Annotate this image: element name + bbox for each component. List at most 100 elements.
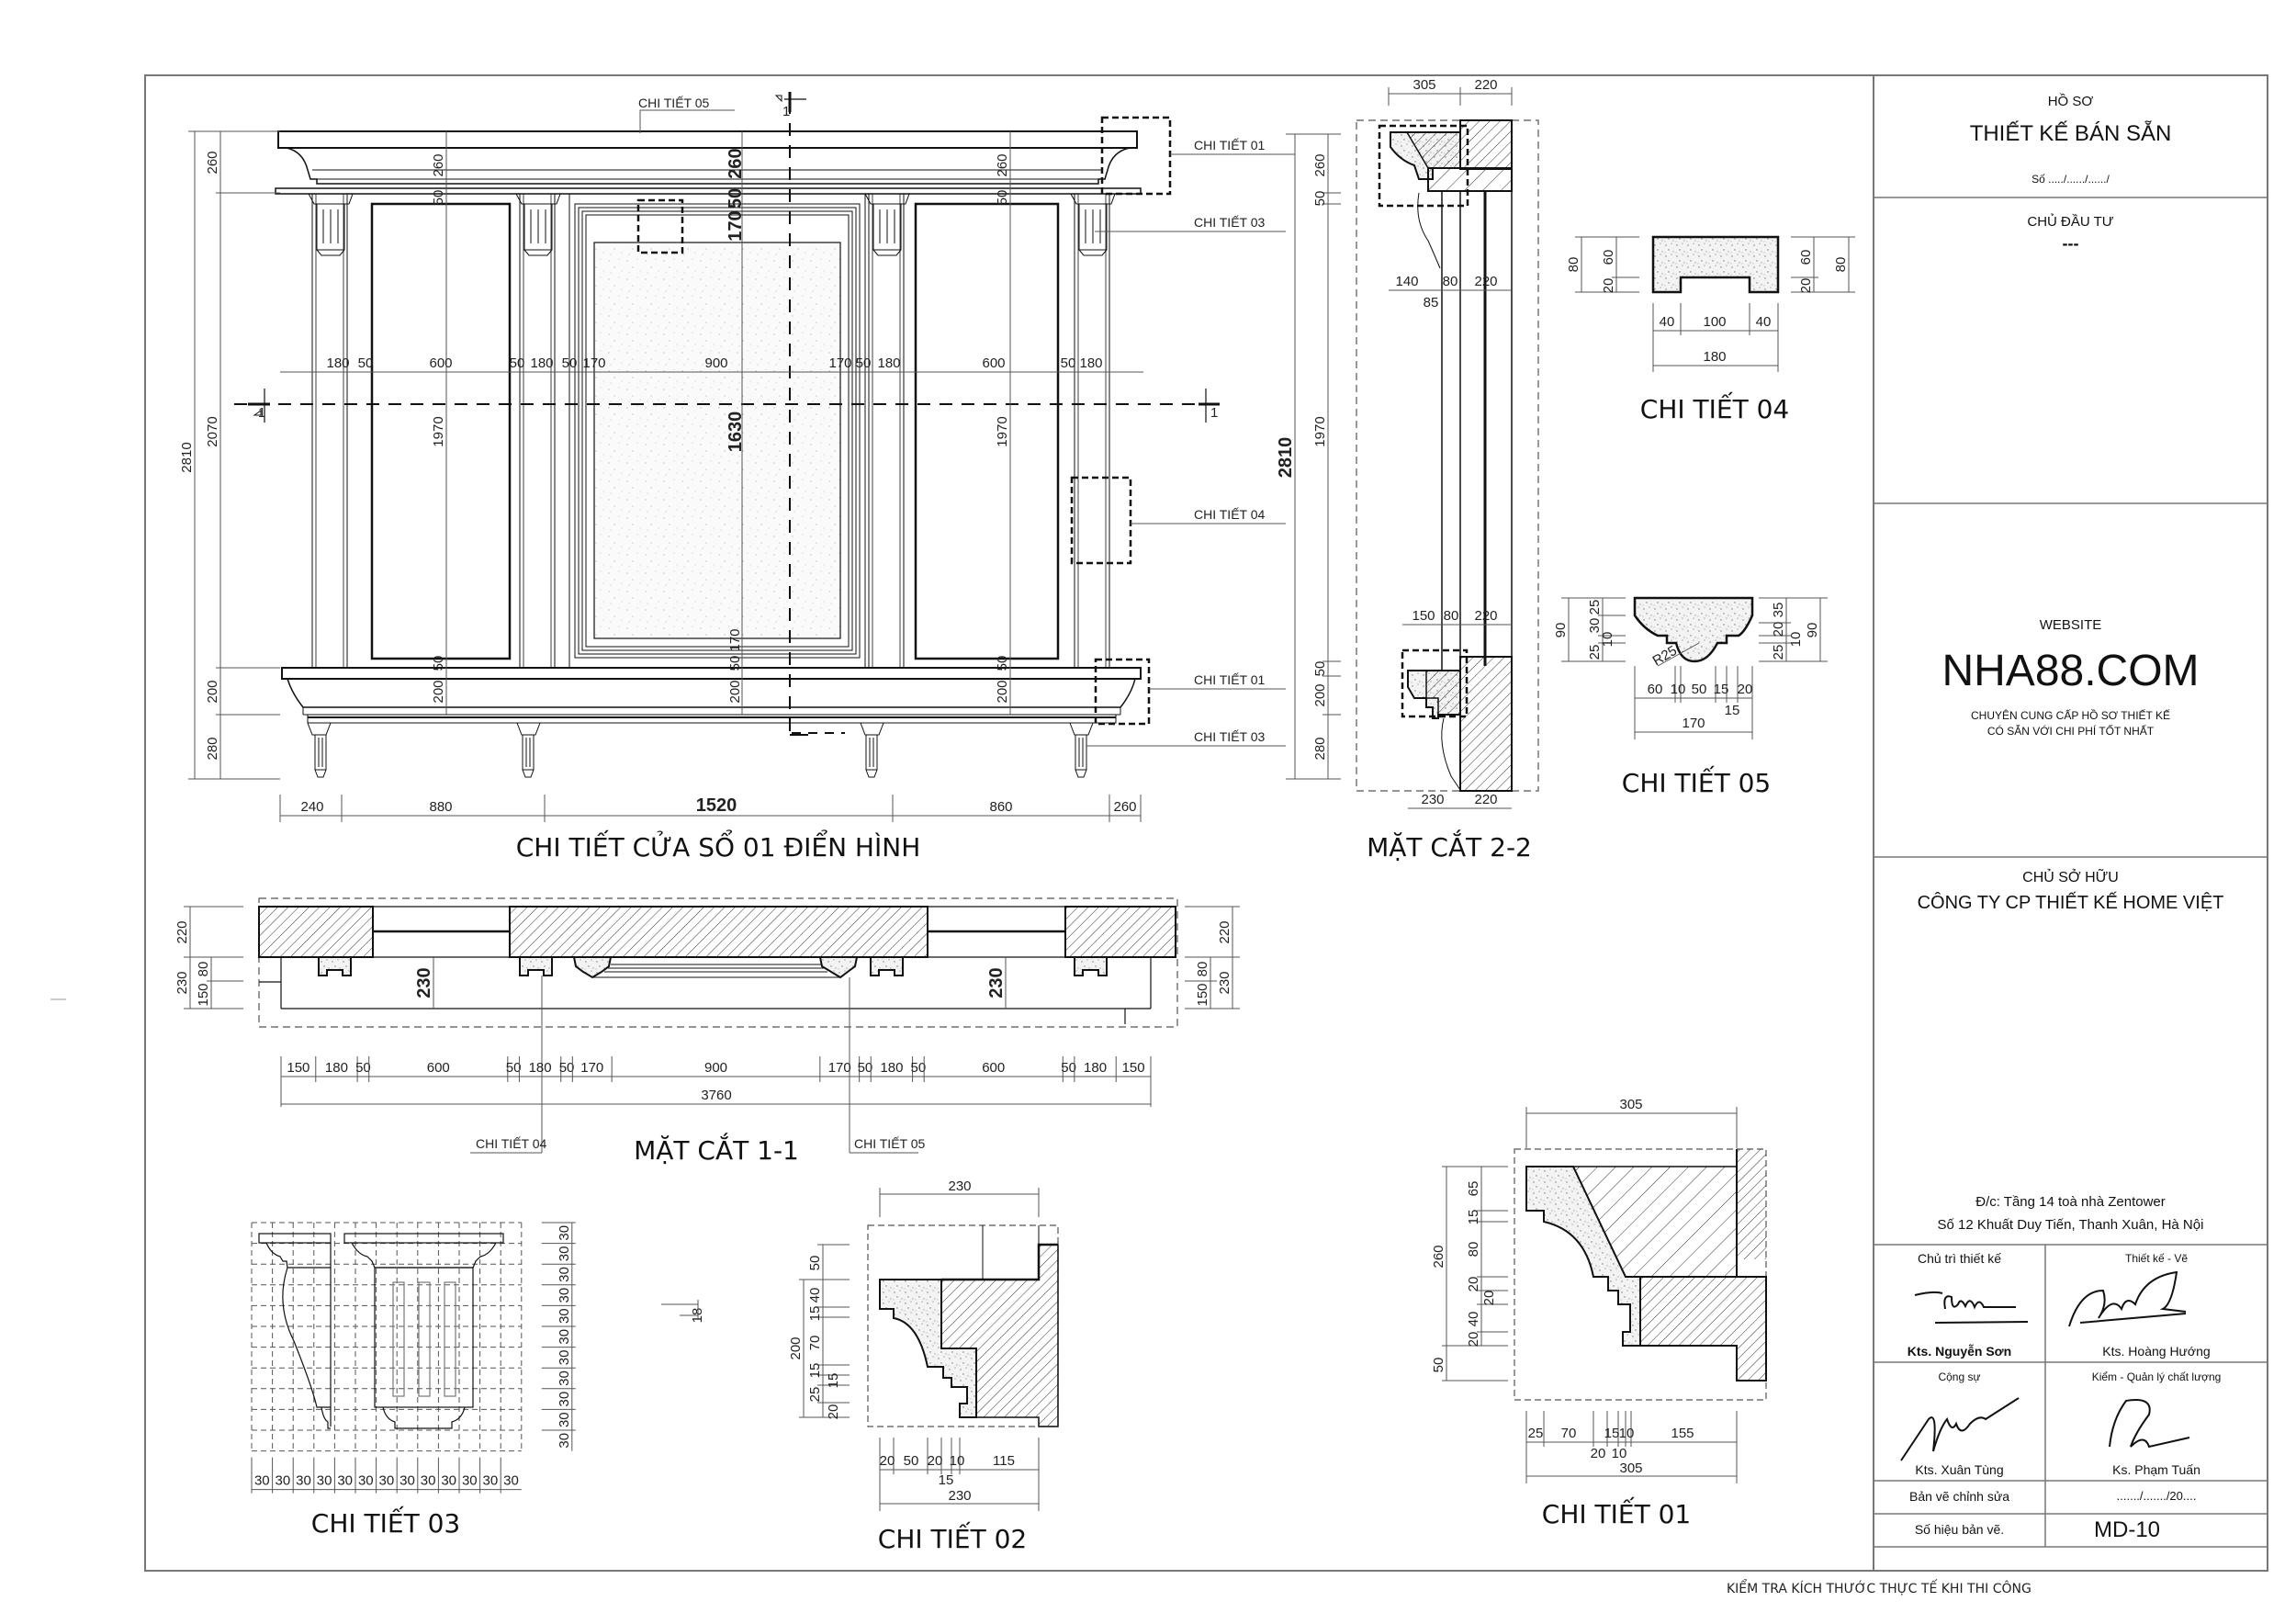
leg-2 <box>516 722 541 778</box>
dim-label: 30 <box>462 1473 478 1489</box>
leg-1 <box>307 722 332 778</box>
role-label: Chủ trì thiết kế <box>1917 1251 2002 1266</box>
role-name: Kts. Hoàng Hướng <box>2102 1344 2211 1359</box>
dim-label: 30 <box>379 1473 395 1489</box>
svg-text:230: 230 <box>986 967 1007 998</box>
svg-text:R25: R25 <box>1650 643 1680 669</box>
svg-text:170: 170 <box>727 628 743 651</box>
callout-chi-tiet-03: CHI TIẾT 03 <box>1194 215 1266 230</box>
svg-text:25: 25 <box>1587 645 1603 660</box>
svg-text:80: 80 <box>196 962 211 977</box>
svg-text:50: 50 <box>995 190 1010 206</box>
svg-text:50: 50 <box>510 355 525 371</box>
dim-overall-height: 2810 <box>179 442 195 472</box>
svg-text:140: 140 <box>1395 274 1418 289</box>
svg-text:220: 220 <box>1474 274 1497 289</box>
svg-text:80: 80 <box>1195 962 1210 977</box>
pilaster-2 <box>515 193 561 669</box>
section-2-2-dims <box>1286 87 1513 809</box>
website-label: WEBSITE <box>2039 617 2102 633</box>
role-name: Kts. Nguyễn Sơn <box>1907 1344 2012 1359</box>
svg-text:880: 880 <box>429 799 452 815</box>
svg-text:1: 1 <box>1210 405 1218 421</box>
svg-text:260: 260 <box>726 148 746 178</box>
svg-text:50: 50 <box>1312 661 1328 677</box>
svg-text:15: 15 <box>807 1363 823 1379</box>
dim-label: 30 <box>557 1267 572 1282</box>
section-1-1 <box>258 897 1178 1028</box>
dim-label: 30 <box>557 1392 572 1407</box>
dim-label: 600 <box>982 1060 1005 1076</box>
svg-text:860: 860 <box>989 799 1012 815</box>
svg-text:50: 50 <box>562 355 578 371</box>
svg-text:180: 180 <box>877 355 900 371</box>
window-elevation <box>234 92 1220 778</box>
dim-label: 50 <box>858 1060 873 1076</box>
svg-text:85: 85 <box>1424 295 1439 310</box>
svg-text:60: 60 <box>1798 250 1814 265</box>
svg-text:15: 15 <box>1466 1210 1481 1225</box>
detail-02: 230 50 40 15 70 15 15 25 20 200 20 50 20… <box>788 1179 1059 1554</box>
title-detail-03: CHI TIẾT 03 <box>311 1505 460 1539</box>
svg-text:90: 90 <box>1805 623 1820 638</box>
svg-text:230: 230 <box>1217 971 1232 994</box>
svg-text:50: 50 <box>726 188 746 209</box>
svg-text:260: 260 <box>431 153 446 176</box>
signature-pham-tuan <box>2109 1399 2190 1449</box>
svg-text:90: 90 <box>1553 623 1569 638</box>
svg-text:1970: 1970 <box>1312 416 1328 446</box>
svg-text:280: 280 <box>1312 737 1328 760</box>
dim-label: 150 <box>1122 1060 1145 1076</box>
pilaster-3 <box>864 193 910 669</box>
svg-text:260: 260 <box>205 151 220 174</box>
callout-chi-tiet-03-lower: CHI TIẾT 03 <box>1194 729 1266 744</box>
svg-text:600: 600 <box>982 355 1005 371</box>
svg-text:15: 15 <box>1714 682 1729 697</box>
svg-text:600: 600 <box>429 355 452 371</box>
svg-text:1970: 1970 <box>995 416 1010 446</box>
svg-text:15: 15 <box>826 1373 841 1389</box>
dim-label: 170 <box>580 1060 603 1076</box>
address-line-1: Đ/c: Tầng 14 toà nhà Zentower <box>1975 1194 2166 1210</box>
svg-text:70: 70 <box>1561 1426 1577 1441</box>
svg-text:35: 35 <box>1771 603 1786 618</box>
svg-text:50: 50 <box>431 190 446 206</box>
svg-text:260: 260 <box>1312 153 1328 176</box>
svg-text:230: 230 <box>1421 792 1444 807</box>
svg-text:200: 200 <box>727 680 743 703</box>
detail-01: 305 65 15 80 20 20 40 20 260 50 25 70 15… <box>1431 1097 1767 1529</box>
svg-text:100: 100 <box>1703 314 1726 330</box>
svg-text:60: 60 <box>1648 682 1663 697</box>
pilaster-4 <box>1070 193 1116 669</box>
callout-chi-tiet-01: CHI TIẾT 01 <box>1194 138 1266 152</box>
title-elevation: CHI TIẾT CỬA SỔ 01 ĐIỂN HÌNH <box>516 829 921 863</box>
svg-text:200: 200 <box>1312 683 1328 706</box>
svg-text:50: 50 <box>904 1453 919 1469</box>
dim-label: 30 <box>337 1473 353 1489</box>
dim-label: 30 <box>400 1473 415 1489</box>
svg-text:900: 900 <box>704 355 727 371</box>
website[interactable]: NHA88.COM <box>1941 647 2200 695</box>
section-1-1-dim-text: 220 230 80 150 220 230 80 150 230 230 15… <box>174 920 1232 1166</box>
svg-text:170: 170 <box>726 210 746 241</box>
investor-label: CHỦ ĐẦU TƯ <box>2027 214 2114 230</box>
svg-text:50: 50 <box>431 656 446 671</box>
svg-text:25: 25 <box>1528 1426 1544 1441</box>
title-detail-01: CHI TIẾT 01 <box>1542 1495 1691 1529</box>
svg-text:80: 80 <box>1466 1242 1481 1257</box>
svg-text:230: 230 <box>948 1179 971 1194</box>
svg-text:15: 15 <box>807 1306 823 1322</box>
pilaster-1 <box>308 193 354 669</box>
dim-label: 50 <box>911 1060 927 1076</box>
svg-text:3760: 3760 <box>701 1088 731 1103</box>
svg-text:230: 230 <box>174 971 190 994</box>
svg-text:1: 1 <box>782 104 790 119</box>
svg-text:20: 20 <box>1466 1332 1481 1348</box>
dim-label: 30 <box>557 1225 572 1241</box>
dim-label: 600 <box>427 1060 450 1076</box>
callout-chi-tiet-05-section: CHI TIẾT 05 <box>854 1136 926 1151</box>
leg-3 <box>860 722 884 778</box>
svg-text:150: 150 <box>1195 983 1210 1006</box>
dim-label: 30 <box>557 1288 572 1303</box>
svg-text:30: 30 <box>1587 618 1603 634</box>
